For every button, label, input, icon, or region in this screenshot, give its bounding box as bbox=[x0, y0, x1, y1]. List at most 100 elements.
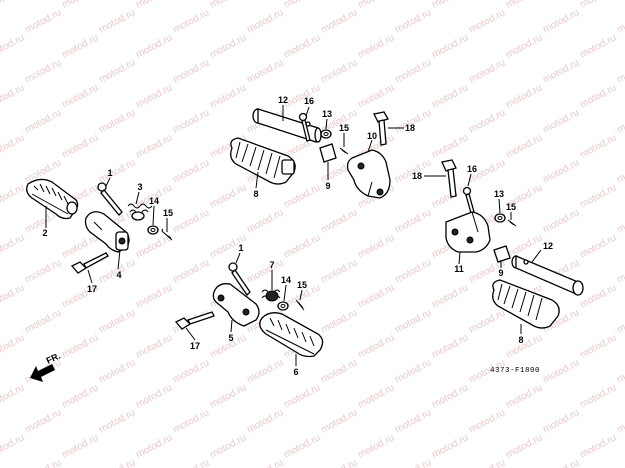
clip-part-9a[interactable] bbox=[319, 143, 337, 163]
watermark-text: motod.ru bbox=[541, 207, 581, 235]
callout-14: 14 bbox=[281, 275, 291, 285]
watermark-text: motod.ru bbox=[319, 207, 359, 235]
lower-center-group bbox=[174, 262, 324, 358]
watermark-text: motod.ru bbox=[615, 7, 625, 35]
watermark-text: motod.ru bbox=[541, 407, 581, 435]
watermark-text: motod.ru bbox=[171, 207, 211, 235]
watermark-text: motod.ru bbox=[430, 382, 470, 410]
watermark-text: motod.ru bbox=[356, 332, 396, 360]
watermark-text: motod.ru bbox=[430, 32, 470, 60]
watermark-text: motod.ru bbox=[282, 382, 322, 410]
watermark-text: motod.ru bbox=[60, 232, 100, 260]
long-pin-part-12b[interactable] bbox=[511, 255, 584, 296]
footpeg-part-2[interactable] bbox=[26, 178, 79, 220]
clip-part-9b[interactable] bbox=[493, 245, 511, 263]
watermark-text: motod.ru bbox=[208, 182, 248, 210]
callout-16: 16 bbox=[304, 96, 314, 106]
callout-9: 9 bbox=[325, 181, 330, 191]
callout-13: 13 bbox=[322, 109, 332, 119]
bracket-part-5[interactable] bbox=[212, 283, 260, 327]
watermark-text: motod.ru bbox=[356, 282, 396, 310]
watermark-text: motod.ru bbox=[245, 357, 285, 385]
watermark-text: motod.ru bbox=[467, 307, 507, 335]
watermark-text: motod.ru bbox=[60, 0, 100, 11]
pin-part-1[interactable] bbox=[97, 182, 123, 216]
watermark-text: motod.ru bbox=[282, 0, 322, 11]
washer-part-14[interactable] bbox=[147, 225, 159, 235]
cotter-pin-part-15d[interactable] bbox=[507, 219, 517, 227]
spring-part-7[interactable] bbox=[261, 289, 281, 302]
watermark-text: motod.ru bbox=[208, 432, 248, 460]
rubber-part-8b[interactable] bbox=[492, 279, 560, 329]
washer-part-13a[interactable] bbox=[320, 129, 332, 139]
pin-part-16[interactable] bbox=[298, 112, 311, 142]
left-footpeg-group bbox=[26, 178, 173, 274]
bolt-part-17[interactable] bbox=[70, 252, 109, 274]
watermark-text: motod.ru bbox=[319, 357, 359, 385]
callout-15: 15 bbox=[339, 123, 349, 133]
watermark-text: motod.ru bbox=[245, 407, 285, 435]
watermark-text: motod.ru bbox=[282, 82, 322, 110]
watermark-text: motod.ru bbox=[393, 357, 433, 385]
watermark-text: motod.ru bbox=[393, 57, 433, 85]
washer-part-14b[interactable] bbox=[277, 301, 289, 311]
cotter-pin-part-15c[interactable] bbox=[295, 299, 305, 311]
watermark-text: motod.ru bbox=[208, 0, 248, 11]
watermark-text: motod.ru bbox=[23, 307, 63, 335]
watermark-text: motod.ru bbox=[504, 82, 544, 110]
leader-lines bbox=[45, 105, 542, 366]
callout-labels: 1 2 3 4 14 15 17 12 16 13 15 10 18 8 9 1… bbox=[42, 95, 553, 377]
watermark-text: motod.ru bbox=[467, 107, 507, 135]
watermark-text: motod.ru bbox=[319, 7, 359, 35]
watermark-text: motod.ru bbox=[23, 57, 63, 85]
footpeg-part-6[interactable] bbox=[259, 312, 324, 358]
rubber-part-8[interactable] bbox=[230, 137, 296, 185]
watermark-text: motod.ru bbox=[97, 7, 137, 35]
watermark-text: motod.ru bbox=[541, 57, 581, 85]
watermark-text: motod.ru bbox=[0, 382, 26, 410]
watermark-text: motod.ru bbox=[356, 382, 396, 410]
long-pin-part-12[interactable] bbox=[252, 108, 322, 143]
bolt-part-18b[interactable] bbox=[441, 159, 457, 198]
watermark-text: motod.ru bbox=[208, 382, 248, 410]
pin-part-16b[interactable] bbox=[462, 186, 475, 214]
washer-part-13b[interactable] bbox=[494, 213, 506, 223]
callout-15: 15 bbox=[297, 280, 307, 290]
watermark-text: motod.ru bbox=[504, 332, 544, 360]
watermark-text: motod.ru bbox=[0, 282, 26, 310]
callout-14: 14 bbox=[149, 196, 159, 206]
watermark-text: motod.ru bbox=[578, 432, 618, 460]
cotter-pin-part-15[interactable] bbox=[161, 228, 173, 241]
callout-18: 18 bbox=[412, 171, 422, 181]
cotter-pin-part-15b[interactable] bbox=[339, 147, 349, 155]
watermark-text: motod.ru bbox=[245, 57, 285, 85]
watermark-text: motod.ru bbox=[578, 282, 618, 310]
callout-16: 16 bbox=[467, 164, 477, 174]
watermark-text: motod.ru bbox=[467, 407, 507, 435]
spring-part-3[interactable] bbox=[127, 203, 153, 221]
bolt-part-17b[interactable] bbox=[174, 311, 215, 330]
callout-9: 9 bbox=[498, 268, 503, 278]
watermark-text: motod.ru bbox=[60, 332, 100, 360]
watermark-text: motod.ru bbox=[319, 457, 359, 468]
bracket-part-4[interactable] bbox=[84, 211, 130, 253]
watermark-text: motod.ru bbox=[467, 57, 507, 85]
watermark-text: motod.ru bbox=[615, 407, 625, 435]
watermark-text: motod.ru bbox=[504, 382, 544, 410]
pin-part-1b[interactable] bbox=[228, 262, 251, 297]
watermark-text: motod.ru bbox=[393, 207, 433, 235]
bolt-part-18a[interactable] bbox=[373, 111, 389, 146]
watermark-text: motod.ru bbox=[356, 232, 396, 260]
watermark-text: motod.ru bbox=[578, 382, 618, 410]
watermark-text: motod.ru bbox=[0, 182, 26, 210]
bracket-part-10[interactable] bbox=[346, 149, 391, 199]
watermark-text: motod.ru bbox=[245, 457, 285, 468]
watermark-text: motod.ru bbox=[541, 357, 581, 385]
callout-15: 15 bbox=[506, 202, 516, 212]
watermark-text: motod.ru bbox=[356, 82, 396, 110]
watermark-text: motod.ru bbox=[430, 432, 470, 460]
watermark-text: motod.ru bbox=[97, 107, 137, 135]
watermark-text: motod.ru bbox=[615, 457, 625, 468]
watermark-text: motod.ru bbox=[319, 307, 359, 335]
bracket-part-11[interactable] bbox=[445, 211, 491, 253]
